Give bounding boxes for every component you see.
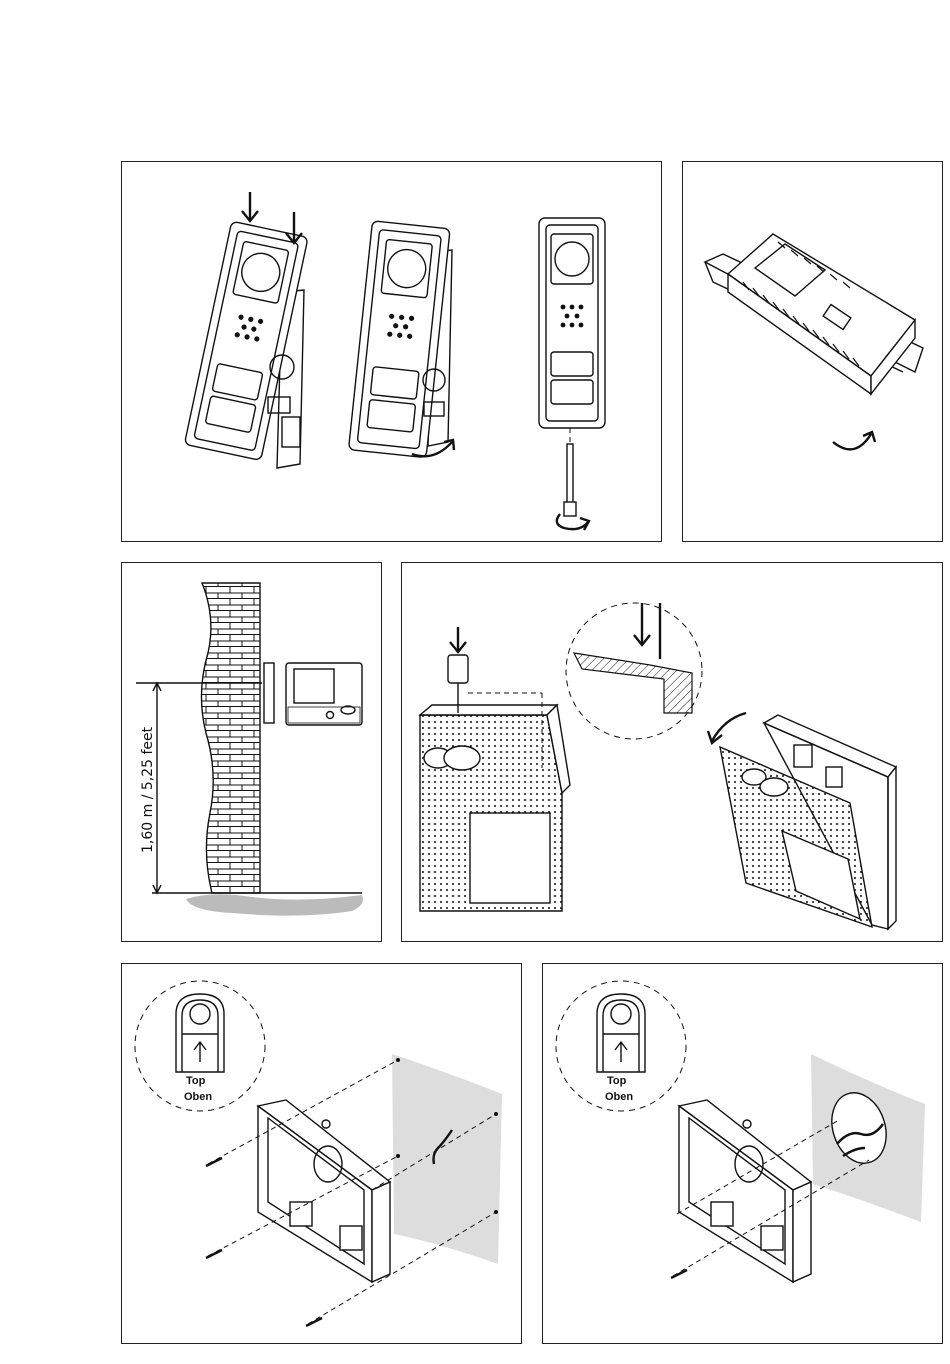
outdoor-station-swing xyxy=(348,221,452,458)
panel-flush-box-mounting: Top Oben xyxy=(542,963,943,1344)
back-box xyxy=(258,1100,390,1282)
brick-wall xyxy=(201,583,260,893)
back-box xyxy=(679,1100,811,1282)
indoor-station-front xyxy=(286,663,362,725)
indoor-station-side xyxy=(264,663,274,723)
indoor-station-front xyxy=(420,705,570,911)
top-label: Top xyxy=(186,1075,206,1087)
oben-label: Oben xyxy=(184,1091,212,1103)
indoor-station-open xyxy=(720,715,896,929)
panel-din-rail-power-supply xyxy=(682,161,943,542)
top-label: Top xyxy=(607,1075,627,1087)
push-down-arrow-icon xyxy=(450,627,466,652)
screw-icon xyxy=(671,1270,687,1278)
panel-indoor-station-release xyxy=(401,562,943,942)
panel-mounting-height: 1,60 m / 5,25 feet xyxy=(121,562,382,942)
panel-wall-mounting-backbox: Top Oben xyxy=(121,963,522,1344)
detail-magnifier xyxy=(566,603,702,739)
orientation-detail: Top Oben xyxy=(556,981,686,1111)
wall-surface xyxy=(392,1054,502,1264)
panel-outdoor-station-mounting xyxy=(121,161,662,542)
screwdriver-icon xyxy=(557,428,589,530)
outdoor-station-tilted xyxy=(184,221,308,468)
outdoor-station-front xyxy=(539,218,605,428)
orientation-detail: Top Oben xyxy=(135,981,265,1111)
power-supply-module xyxy=(728,234,915,394)
rotate-arrow-icon xyxy=(833,432,875,449)
height-label: 1,60 m / 5,25 feet xyxy=(140,726,156,853)
oben-label: Oben xyxy=(605,1091,633,1103)
tilt-arrow-icon xyxy=(708,713,746,743)
floor xyxy=(152,893,363,916)
